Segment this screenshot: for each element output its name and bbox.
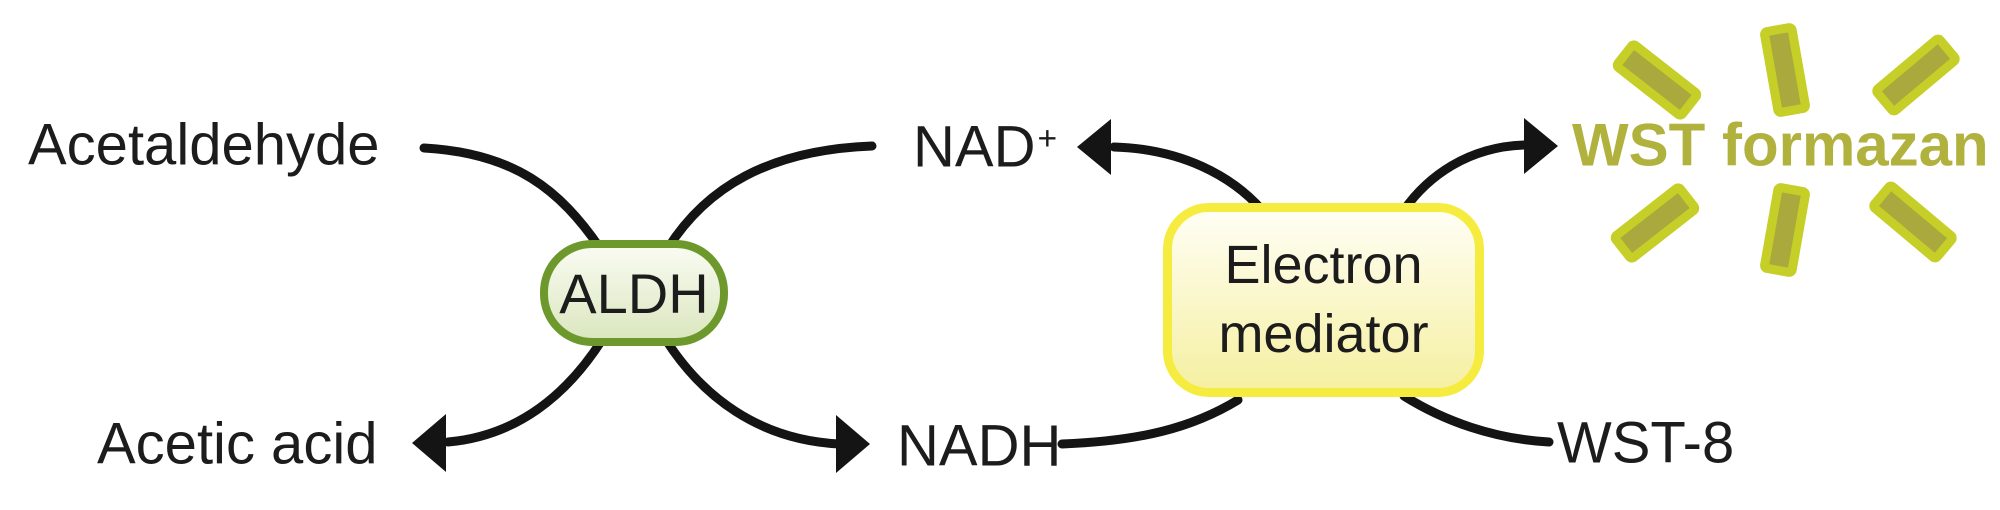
curve-acetaldehyde-to-aldh <box>419 143 605 253</box>
curve-mediator-to-formazan <box>1399 140 1529 215</box>
aldh-enzyme-box: ALDH <box>540 240 728 346</box>
arrowhead-acetic-acid <box>412 414 446 472</box>
curve-aldh-to-acetic-acid <box>443 335 607 447</box>
label-wst-8: WST-8 <box>1557 410 1735 476</box>
label-nadh: NADH <box>897 413 1062 479</box>
curve-wst8-to-mediator <box>1399 391 1554 447</box>
label-acetic-acid: Acetic acid <box>97 411 378 477</box>
ray-bottom-middle <box>1760 183 1810 277</box>
label-acetaldehyde: Acetaldehyde <box>28 112 380 178</box>
curve-nadh-to-mediator <box>1057 395 1243 449</box>
arrowhead-nadh <box>836 415 870 473</box>
label-wst-formazan: WST formazan <box>1572 111 1989 179</box>
arrowhead-wst-formazan <box>1524 118 1558 174</box>
nad-superscript-plus: + <box>1037 120 1058 158</box>
arrowhead-nad <box>1077 119 1111 175</box>
curve-aldh-to-nad <box>663 141 877 253</box>
electron-mediator-label: Electron mediator <box>1218 234 1429 364</box>
ray-bottom-left <box>1610 183 1700 263</box>
aldh-enzyme-label: ALDH <box>559 261 709 325</box>
nad-base-text: NAD <box>913 114 1036 180</box>
ray-top-left <box>1612 40 1702 120</box>
ray-top-middle <box>1760 23 1810 117</box>
formazan-starburst <box>1610 23 1960 277</box>
ray-bottom-right <box>1869 181 1957 263</box>
electron-mediator-box: Electron mediator <box>1163 203 1484 397</box>
curve-aldh-to-nadh <box>661 335 845 449</box>
ray-top-right <box>1872 34 1960 116</box>
label-nad-plus: NAD+ <box>913 114 1057 181</box>
curve-mediator-to-nad <box>1109 142 1267 215</box>
